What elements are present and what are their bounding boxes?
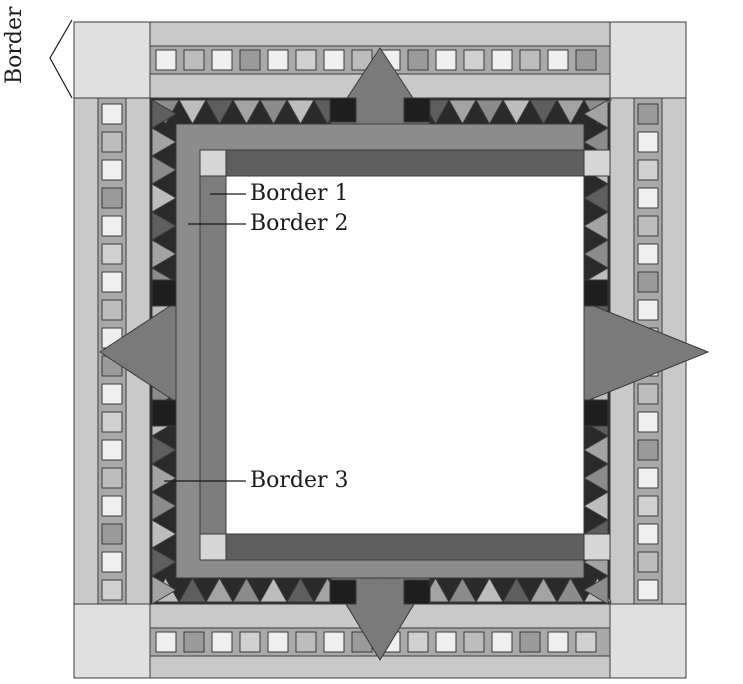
pieced-square bbox=[102, 104, 122, 124]
pieced-square bbox=[492, 50, 512, 70]
pieced-square bbox=[102, 412, 122, 432]
pieced-square bbox=[638, 580, 658, 600]
pieced-square bbox=[156, 632, 176, 652]
pieced-square bbox=[268, 50, 288, 70]
pieced-square bbox=[436, 632, 456, 652]
pieced-square bbox=[520, 632, 540, 652]
pieced-square bbox=[464, 50, 484, 70]
pieced-square bbox=[102, 300, 122, 320]
pieced-square bbox=[240, 50, 260, 70]
pieced-square bbox=[548, 632, 568, 652]
pieced-square bbox=[408, 50, 428, 70]
cornerstone bbox=[584, 534, 610, 560]
pieced-square bbox=[638, 188, 658, 208]
pieced-square bbox=[638, 160, 658, 180]
pieced-square bbox=[492, 632, 512, 652]
dark-square bbox=[404, 580, 430, 604]
pieced-square bbox=[102, 384, 122, 404]
pieced-square bbox=[638, 300, 658, 320]
pieced-square bbox=[638, 384, 658, 404]
pieced-square bbox=[638, 440, 658, 460]
pieced-square bbox=[212, 50, 232, 70]
pieced-square bbox=[638, 104, 658, 124]
pieced-square bbox=[324, 632, 344, 652]
border-1-label: Border 1 bbox=[250, 183, 349, 205]
pieced-square bbox=[520, 50, 540, 70]
border-4-bracket bbox=[50, 20, 72, 98]
pieced-square bbox=[102, 188, 122, 208]
pieced-square bbox=[102, 216, 122, 236]
pieced-square bbox=[102, 160, 122, 180]
corner-block bbox=[74, 22, 150, 98]
pieced-square bbox=[102, 272, 122, 292]
border-3-label: Border 3 bbox=[250, 470, 349, 492]
pieced-square bbox=[102, 552, 122, 572]
pieced-square bbox=[102, 524, 122, 544]
cornerstone bbox=[200, 534, 226, 560]
dark-square bbox=[584, 400, 608, 426]
pieced-square bbox=[638, 272, 658, 292]
pieced-square bbox=[156, 50, 176, 70]
pieced-square bbox=[296, 632, 316, 652]
pieced-square bbox=[184, 50, 204, 70]
pieced-square bbox=[268, 632, 288, 652]
pieced-square bbox=[638, 216, 658, 236]
pieced-square bbox=[464, 632, 484, 652]
pieced-square bbox=[212, 632, 232, 652]
pieced-square bbox=[576, 50, 596, 70]
pieced-square bbox=[638, 552, 658, 572]
corner-block bbox=[610, 604, 686, 678]
pieced-square bbox=[638, 244, 658, 264]
pieced-square bbox=[638, 412, 658, 432]
pieced-square bbox=[102, 580, 122, 600]
dark-square bbox=[152, 400, 176, 426]
pieced-square bbox=[548, 50, 568, 70]
pieced-square bbox=[638, 468, 658, 488]
pieced-square bbox=[638, 132, 658, 152]
pieced-square bbox=[638, 524, 658, 544]
cornerstone bbox=[200, 150, 226, 176]
border-4-label: Border 4 bbox=[4, 0, 26, 84]
pieced-square bbox=[436, 50, 456, 70]
dark-square bbox=[330, 580, 356, 604]
dark-square bbox=[330, 98, 356, 122]
pieced-square bbox=[102, 468, 122, 488]
pieced-square bbox=[184, 632, 204, 652]
pieced-square bbox=[240, 632, 260, 652]
pieced-square bbox=[324, 50, 344, 70]
pieced-square bbox=[638, 496, 658, 516]
dark-square bbox=[404, 98, 430, 122]
dark-square bbox=[152, 280, 176, 306]
pieced-square bbox=[576, 632, 596, 652]
pieced-square bbox=[408, 632, 428, 652]
cornerstone bbox=[584, 150, 610, 176]
pieced-square bbox=[102, 440, 122, 460]
dark-square bbox=[584, 280, 608, 306]
pieced-square bbox=[102, 132, 122, 152]
corner-block bbox=[610, 22, 686, 98]
pieced-square bbox=[102, 244, 122, 264]
corner-block bbox=[74, 604, 150, 678]
border-2-label: Border 2 bbox=[250, 213, 349, 235]
pieced-square bbox=[102, 496, 122, 516]
pieced-square bbox=[296, 50, 316, 70]
